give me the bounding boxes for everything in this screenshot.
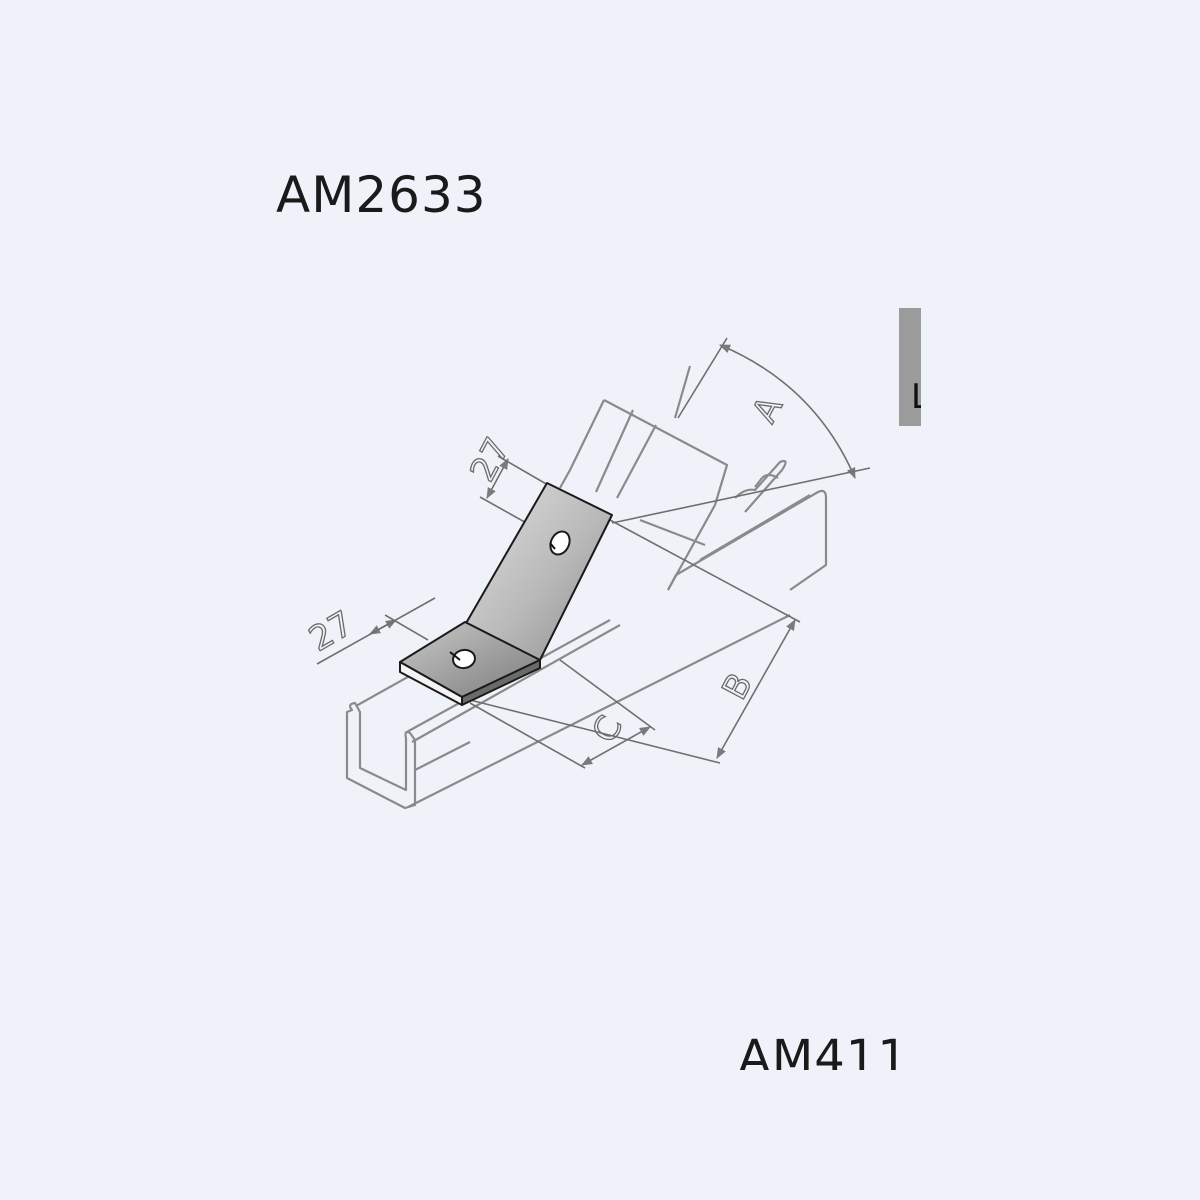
- dimension-label-b: B: [715, 667, 761, 706]
- bracket-plate: [399, 482, 613, 706]
- channel-profile: [345, 701, 417, 810]
- dimension-lines: [316, 337, 871, 769]
- bolt-hole-lower: [452, 648, 476, 670]
- dimension-label-27-upper: 27: [463, 431, 519, 488]
- adjacent-drawing-edge: L: [899, 308, 921, 426]
- dimension-label-27-lower: 27: [303, 604, 360, 660]
- adjacent-drawing-glyph: L: [911, 377, 921, 417]
- dimension-label-c: C: [585, 709, 631, 749]
- part-code-bottom: AM411: [738, 1030, 909, 1070]
- part-code-top: AM2633: [276, 166, 486, 224]
- upper-channel: [559, 365, 828, 591]
- dimension-label-a: A: [745, 390, 791, 429]
